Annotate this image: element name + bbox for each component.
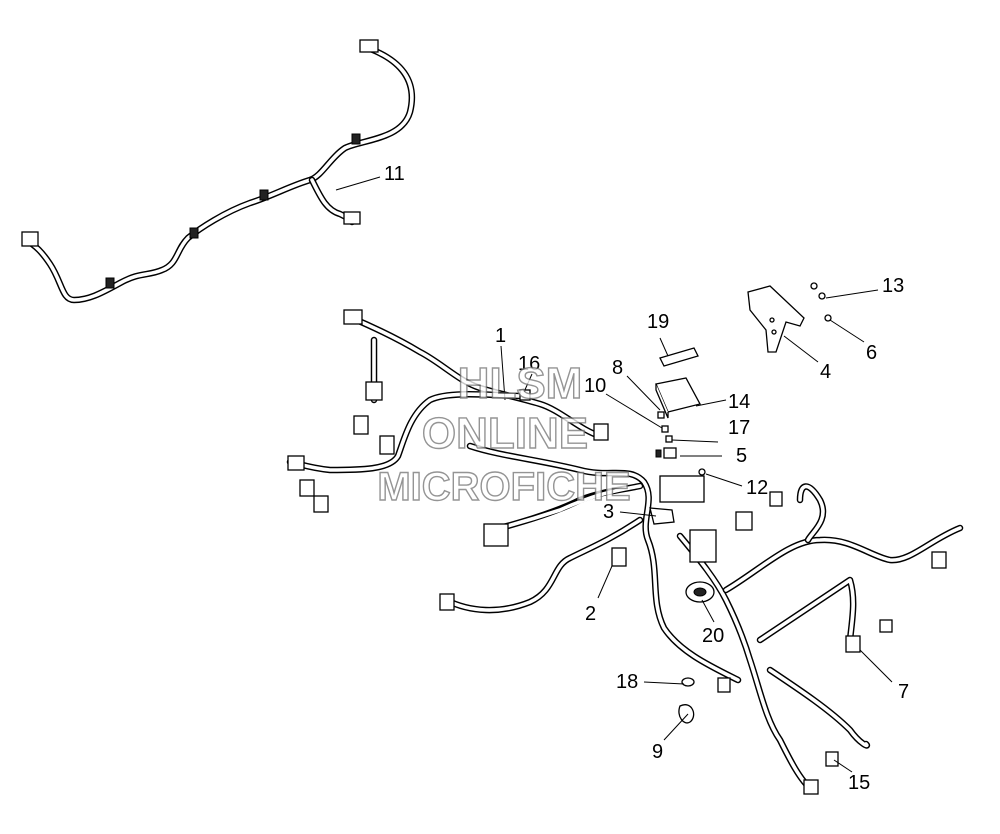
callout-7: 7 xyxy=(898,681,909,703)
part-7 xyxy=(845,635,861,653)
main-harness-1 xyxy=(286,309,964,795)
callout-4: 4 xyxy=(820,361,831,383)
part-14-fuse-box xyxy=(655,377,701,419)
component-block xyxy=(659,475,705,503)
callout-14: 14 xyxy=(728,391,750,413)
callout-2: 2 xyxy=(585,603,596,625)
part-12 xyxy=(698,468,706,476)
main-harness-connector-a xyxy=(353,415,369,435)
main-harness-connector-f xyxy=(483,523,509,547)
callout-11: 11 xyxy=(384,163,405,185)
callout-10: 10 xyxy=(584,375,606,397)
harness-11-connector-end xyxy=(21,231,39,247)
main-harness-connector-d xyxy=(299,479,315,497)
leader-lines xyxy=(335,176,893,773)
part-4-bracket xyxy=(747,285,805,353)
part-15 xyxy=(825,751,839,767)
component-relay xyxy=(689,529,717,563)
callout-9: 9 xyxy=(652,741,663,763)
main-harness-connector-g xyxy=(439,593,455,611)
main-harness-connector-k xyxy=(931,551,947,569)
watermark-line-3: MICROFICHE xyxy=(377,465,630,509)
main-harness-connector-b xyxy=(379,435,395,455)
callout-20: 20 xyxy=(702,625,724,647)
watermark: HLSM ONLINE MICROFICHE xyxy=(377,358,632,509)
main-harness-connector-h xyxy=(593,423,609,441)
part-13 xyxy=(810,282,826,300)
part-5 xyxy=(655,447,677,459)
callout-1: 1 xyxy=(495,325,506,347)
part-3 xyxy=(649,507,675,525)
callout-6: 6 xyxy=(866,342,877,364)
part-10 xyxy=(661,425,669,433)
callout-8: 8 xyxy=(612,357,623,379)
main-harness-connector-drop xyxy=(365,381,383,401)
callout-15: 15 xyxy=(848,772,870,794)
callout-12: 12 xyxy=(746,477,768,499)
main-harness-connector-m xyxy=(717,677,731,693)
callout-labels: 11 1 16 8 10 19 14 17 5 12 3 2 20 13 6 4… xyxy=(384,163,909,794)
main-harness-connector-c xyxy=(287,455,305,471)
harness-11-connector-top xyxy=(359,39,379,53)
callout-17: 17 xyxy=(728,417,750,439)
part-20-grommet xyxy=(685,581,715,603)
main-harness-connector-n xyxy=(803,779,819,795)
part-8 xyxy=(657,411,665,419)
watermark-line-1: HLSM xyxy=(458,359,583,408)
main-harness-connector-l xyxy=(879,619,893,633)
part-9 xyxy=(678,704,695,724)
callout-3: 3 xyxy=(603,501,614,523)
main-harness-connector-top xyxy=(343,309,363,325)
part-17 xyxy=(665,435,673,443)
part-18 xyxy=(681,677,695,687)
part-6 xyxy=(824,314,832,322)
rear-harness-11 xyxy=(21,39,416,304)
callout-16: 16 xyxy=(518,353,540,375)
callout-13: 13 xyxy=(882,275,904,297)
callout-18: 18 xyxy=(616,671,638,693)
main-harness-connector-e xyxy=(313,495,329,513)
main-harness-connector-i xyxy=(735,511,753,531)
part-2 xyxy=(611,547,627,567)
harness-11-connector-branch xyxy=(343,211,361,225)
main-harness-connector-j xyxy=(769,491,783,507)
part-19-label xyxy=(659,347,699,367)
callout-19: 19 xyxy=(647,311,669,333)
callout-5: 5 xyxy=(736,445,747,467)
watermark-line-2: ONLINE xyxy=(422,409,588,458)
